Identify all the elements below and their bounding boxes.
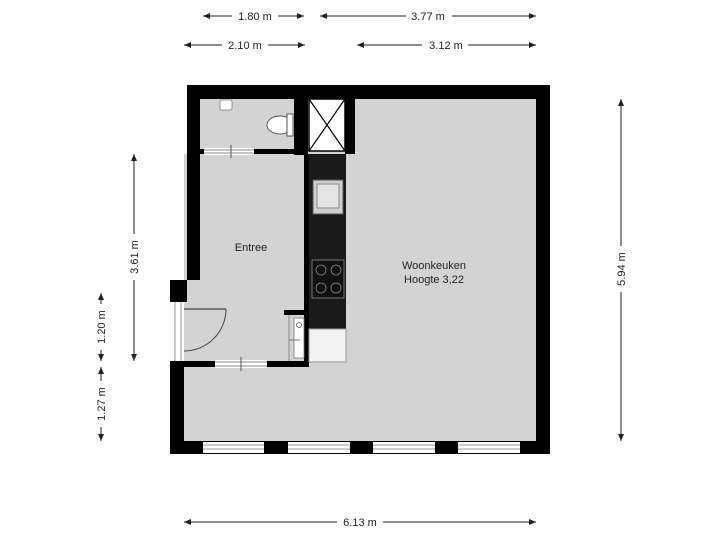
dim-label-top1-right: 3.77 m	[411, 11, 445, 23]
wall-partition	[304, 154, 309, 366]
dimension-left-outer-upper: 1.20 m	[94, 293, 108, 361]
dimension-top-row2-right: 3.12 m	[357, 38, 536, 52]
wall-left-lower	[170, 361, 184, 454]
hob-burner-2	[330, 264, 342, 276]
room-label-woonkeuken: Woonkeuken	[402, 260, 466, 272]
wall-bottom	[170, 441, 550, 454]
appliance	[308, 328, 347, 363]
wall-cupboard-top	[284, 310, 308, 315]
dim-label-top2-left: 2.10 m	[228, 40, 262, 52]
entree-floor	[184, 154, 304, 361]
dim-label-top1-left: 1.80 m	[238, 11, 272, 23]
room-label-entree: Entree	[235, 242, 267, 254]
dimension-right: 5.94 m	[614, 99, 628, 441]
dim-label-left-outer-upper: 1.20 m	[96, 310, 108, 344]
dimension-left-inner: 3.61 m	[127, 154, 141, 361]
hob-burner-3	[315, 282, 327, 294]
toilet-basin	[219, 99, 233, 111]
window-4	[458, 442, 520, 453]
woonkeuken-lower-floor	[184, 361, 536, 441]
dimension-top-row2-left: 2.10 m	[184, 38, 305, 52]
toilet	[219, 99, 294, 137]
meter-dial-icon	[296, 322, 302, 328]
room-label-height: Hoogte 3,22	[404, 274, 464, 286]
hob-burner-4	[330, 282, 342, 294]
wall-left-notch-2	[170, 280, 184, 302]
dimension-left-outer-lower: 1.27 m	[94, 367, 108, 441]
front-door-opening	[170, 302, 184, 361]
window-2	[288, 442, 350, 453]
sink-basin	[316, 183, 340, 209]
toilet-tank	[286, 113, 294, 137]
dim-label-top2-right: 3.12 m	[429, 40, 463, 52]
dimension-top-row1-right: 3.77 m	[320, 9, 536, 23]
wall-shaft-right	[345, 99, 355, 154]
shaft	[308, 98, 346, 152]
dim-label-left-outer-lower: 1.27 m	[96, 387, 108, 421]
wall-partition-upper	[294, 99, 308, 155]
meter-box	[293, 317, 305, 359]
shaft-cross-2	[308, 98, 346, 152]
dim-label-right: 5.94 m	[616, 252, 628, 286]
windows	[203, 442, 520, 453]
dimension-top-row1-left: 1.80 m	[203, 9, 304, 23]
dim-label-bottom: 6.13 m	[343, 517, 377, 529]
toilet-door-opening	[204, 148, 254, 155]
doors	[170, 145, 290, 371]
kitchen-counter	[308, 154, 347, 363]
wall-left-upper	[187, 85, 200, 280]
window-1	[203, 442, 264, 453]
hob-burner-1	[315, 264, 327, 276]
window-3	[373, 442, 435, 453]
front-door-swing	[183, 308, 227, 352]
wall-top	[187, 85, 550, 99]
dimension-bottom: 6.13 m	[184, 515, 536, 529]
wall-right	[536, 85, 550, 454]
dim-label-left-inner: 3.61 m	[129, 240, 141, 274]
meter-cupboard	[289, 317, 305, 359]
